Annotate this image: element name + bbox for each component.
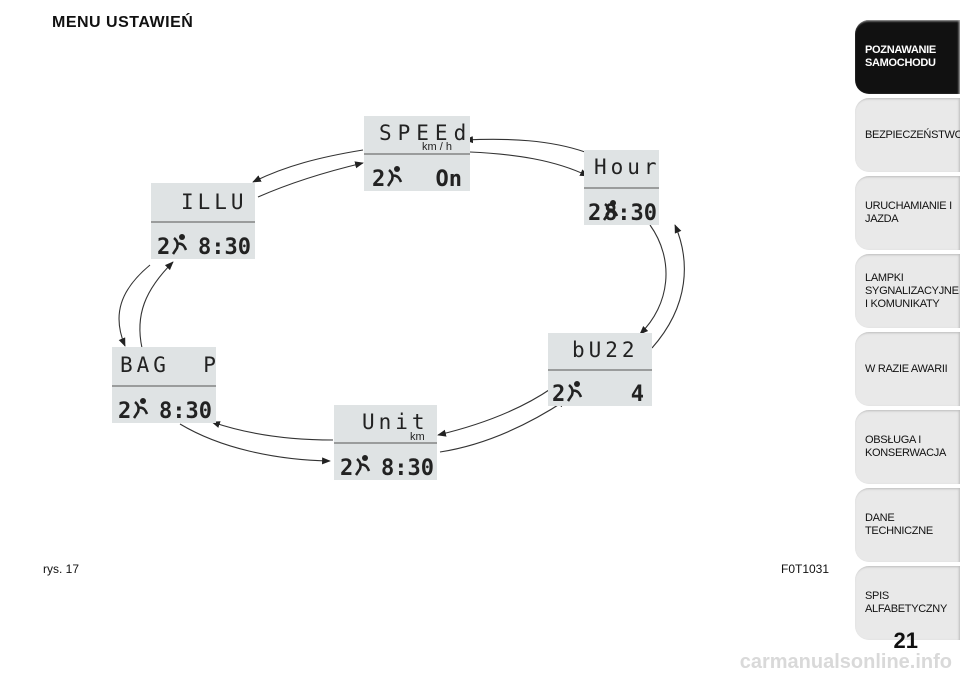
arrow-illu-to-speed (257, 161, 364, 198)
tab-spis-alfabetyczny[interactable]: SPIS ALFABETYCZNY (855, 566, 960, 640)
arrow-buzz-to-unit (437, 387, 553, 437)
arrow-bagp-to-illu (139, 261, 174, 349)
svg-text:2: 2 (340, 456, 353, 481)
tab-w-razie-awarii[interactable]: W RAZIE AWARII (855, 332, 960, 406)
arrow-buzz-to-hour (651, 224, 685, 349)
lcd-top-text: bU22 (572, 338, 639, 362)
lcd-value-text: On (436, 167, 463, 192)
tab-bezpieczenstwo[interactable]: BEZPIECZEŃSTWO (855, 98, 960, 172)
tab-uruchamianie-i-jazda[interactable]: URUCHAMIANIE I JAZDA (855, 176, 960, 250)
arrow-unit-to-buzz (439, 399, 567, 453)
arrow-bagp-to-unit (179, 423, 331, 465)
lcd-value-text: 8:30 (159, 399, 212, 424)
lcd-display-illu: ILLU 2 8:30 (151, 183, 255, 260)
tab-lampki-sygnalizacyjne[interactable]: LAMPKI SYGNALIZACYJNE I KOMUNIKATY (855, 254, 960, 328)
seat-icon: 2 (372, 166, 403, 192)
arrow-hour-to-buzz (639, 224, 667, 335)
settings-menu-diagram: SPEEd km / h 2 On Hour 2 8:30 bU22 2 4 (112, 116, 685, 481)
page-number: 21 (893, 628, 918, 653)
arrow-hour-to-speed (464, 136, 586, 153)
lcd-display-hour: Hour 2 8:30 (584, 150, 661, 226)
lcd-top-text: Hour (594, 155, 661, 179)
seat-icon: 2 (157, 234, 188, 260)
arrow-unit-to-bagp (211, 421, 334, 441)
lcd-top-text: ILLU (181, 190, 248, 214)
lcd-value-text: 8:30 (604, 201, 657, 226)
lcd-top-text: Unit (362, 410, 429, 434)
seat-icon: 2 (118, 398, 149, 424)
seat-icon: 2 (340, 455, 371, 481)
svg-text:2: 2 (588, 201, 601, 226)
lcd-display-speed: SPEEd km / h 2 On (364, 116, 472, 192)
figure-code: F0T1031 (781, 562, 830, 576)
arrow-speed-to-illu (252, 149, 364, 183)
tab-dane-techniczne[interactable]: DANE TECHNICZNE (855, 488, 960, 562)
watermark: carmanualsonline.info (739, 651, 952, 673)
tab-obsluga-i-konserwacja[interactable]: OBSŁUGA I KONSERWACJA (855, 410, 960, 484)
lcd-unit-text: km / h (422, 141, 452, 153)
tab-poznawanie-samochodu[interactable]: POZNAWANIE SAMOCHODU (855, 20, 960, 94)
svg-text:2: 2 (372, 167, 385, 192)
svg-text:2: 2 (118, 399, 131, 424)
lcd-top-text: SPEEd (379, 121, 472, 145)
seat-icon: 2 (552, 381, 583, 407)
seat-icon: 2 (588, 200, 619, 226)
lcd-value-text: 4 (631, 382, 644, 407)
lcd-value-text: 8:30 (381, 456, 434, 481)
lcd-value-text: 8:30 (198, 235, 251, 260)
page-title: MENU USTAWIEŃ (52, 14, 194, 31)
arrow-speed-to-hour (469, 151, 589, 177)
lcd-unit-text: km (410, 431, 425, 443)
lcd-display-bagp: BAG P 2 8:30 (112, 347, 220, 424)
svg-text:2: 2 (552, 382, 565, 407)
lcd-display-unit: Unit km 2 8:30 (334, 405, 437, 481)
lcd-display-buzz: bU22 2 4 (548, 333, 652, 407)
chapter-tabs: POZNAWANIE SAMOCHODU BEZPIECZEŃSTWO URUC… (855, 20, 960, 644)
cycle-arrows (118, 136, 685, 465)
arrow-illu-to-bagp (118, 264, 151, 347)
figure-caption: rys. 17 (43, 562, 80, 576)
lcd-top-text: BAG P (120, 353, 220, 377)
svg-text:2: 2 (157, 235, 170, 260)
